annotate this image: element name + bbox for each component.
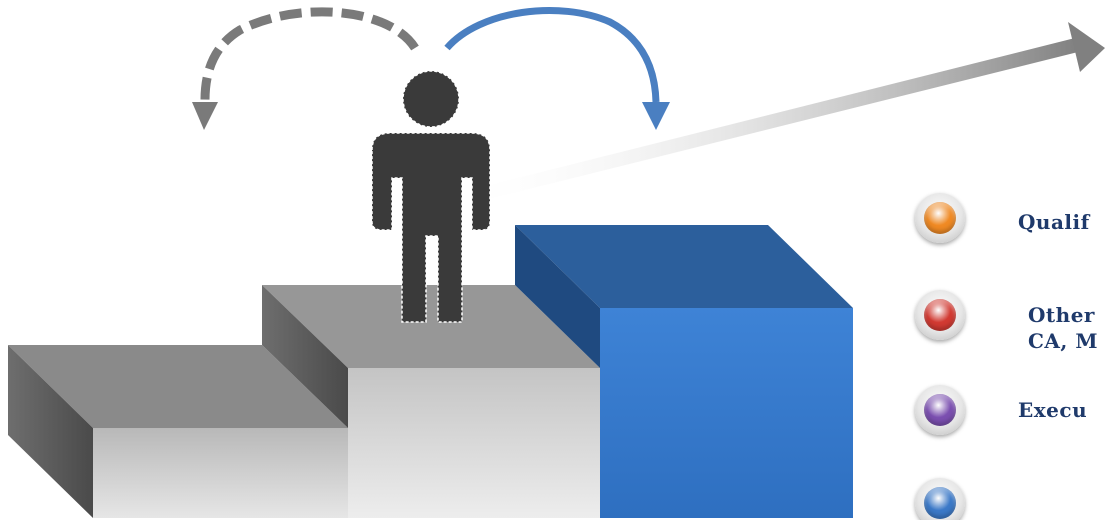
legend-dot-fill — [924, 487, 956, 519]
legend-label: Qualif — [1018, 210, 1090, 234]
legend-dot-icon — [915, 193, 965, 243]
legend-item: Qualif — [0, 193, 1105, 253]
forward-arrow — [444, 6, 670, 130]
legend-dot-icon — [915, 385, 965, 435]
legend-item — [0, 478, 1105, 520]
legend-item: Other CA, M — [0, 290, 1105, 353]
step-2 — [262, 285, 600, 518]
legend-dot-fill — [924, 394, 956, 426]
step-3 — [515, 225, 853, 518]
legend-item: Execu — [0, 385, 1105, 445]
backward-arrow — [192, 7, 419, 130]
legend-label: Execu — [1018, 398, 1088, 422]
rising-arrow — [450, 22, 1105, 208]
person-icon — [371, 70, 491, 323]
legend-dot-icon — [915, 290, 965, 340]
legend-label: Other CA, M — [1028, 303, 1098, 353]
step-1 — [8, 345, 348, 518]
legend-dot-fill — [924, 299, 956, 331]
legend-dot-icon — [915, 478, 965, 520]
legend-dot-fill — [924, 202, 956, 234]
